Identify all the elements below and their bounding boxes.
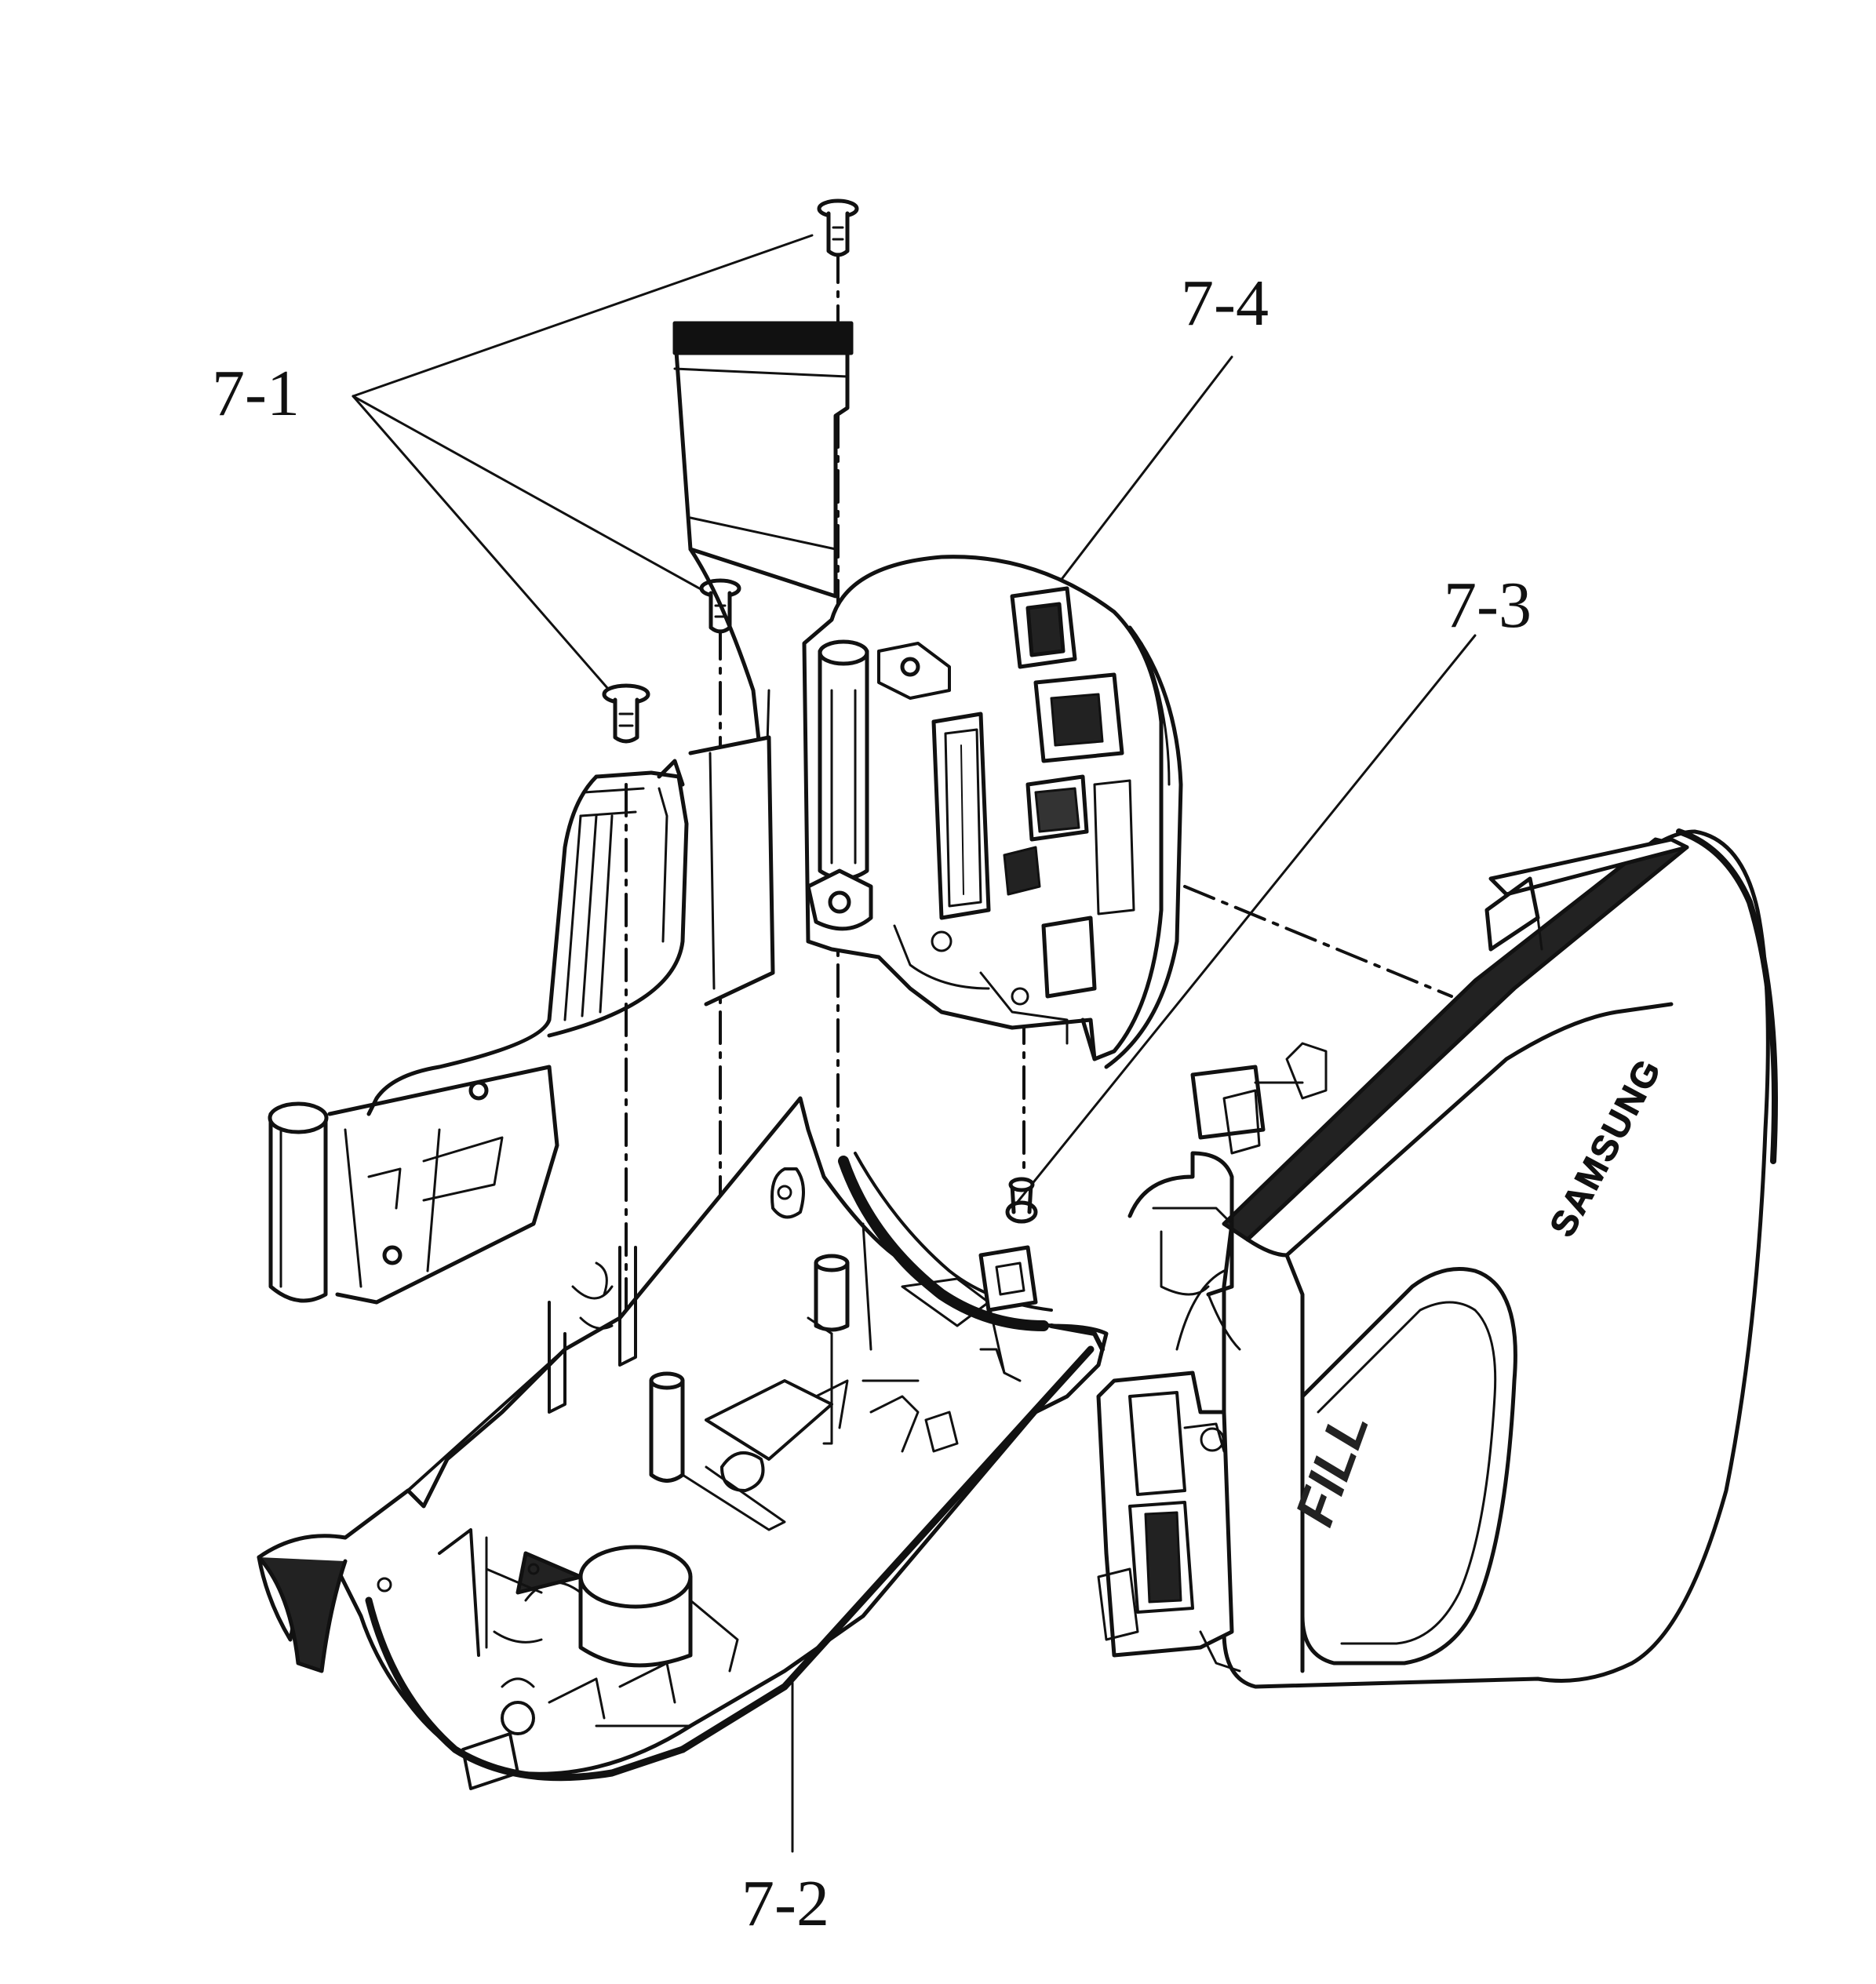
camera-main-body — [1096, 828, 1778, 1689]
callout-7-1: 7-1 — [212, 357, 300, 430]
callout-7-2: 7-2 — [741, 1867, 829, 1940]
screw-left — [602, 683, 650, 744]
lower-case — [257, 1096, 1109, 1790]
hinge-arm — [268, 735, 775, 1305]
leader-lines — [352, 234, 1477, 1853]
callout-7-4: 7-4 — [1181, 267, 1269, 340]
callout-7-3: 7-3 — [1444, 569, 1532, 642]
lcd-board-frame — [802, 555, 1183, 1069]
screw-7-3 — [1005, 1177, 1038, 1224]
screw-top — [817, 198, 859, 257]
